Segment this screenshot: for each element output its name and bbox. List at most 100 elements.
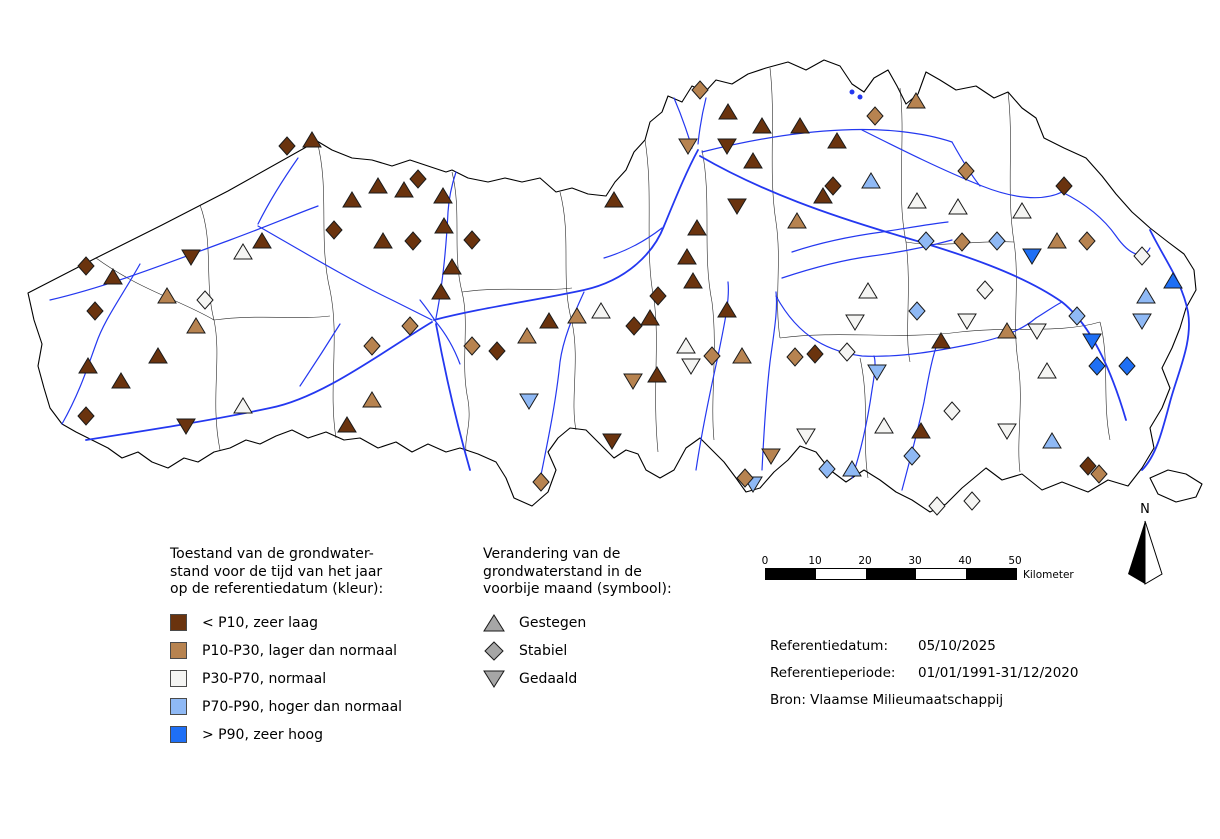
referentiedatum-line: Referentiedatum: 05/10/2025 — [770, 633, 1079, 660]
map-marker-p10-st — [649, 286, 667, 306]
map-marker-p10-up — [717, 301, 737, 318]
map-marker-p70p90-st — [903, 446, 921, 466]
legend-item-gedaald: Gedaald — [483, 670, 672, 688]
legend-item-p10p30: P10-P30, lager dan normaal — [170, 642, 402, 660]
map-marker-p10p30-up — [906, 92, 926, 109]
map-marker-p10-up — [111, 372, 131, 389]
map-marker-p10-dn — [176, 418, 196, 435]
map-marker-p10-up — [790, 117, 810, 134]
map-marker-p90-dn — [1022, 248, 1042, 265]
map-marker-p10-up — [394, 181, 414, 198]
map-marker-p30p70-dn — [1027, 323, 1047, 340]
p30p70-label: P30-P70, normaal — [202, 670, 327, 687]
map-marker-p10p30-st — [691, 80, 709, 100]
map-marker-p10-dn — [181, 249, 201, 266]
scale-tick: 20 — [858, 555, 872, 567]
gedaald-label: Gedaald — [519, 670, 578, 687]
map-marker-p90-st — [1118, 356, 1136, 376]
map-marker-p10p30-st — [736, 468, 754, 488]
map-marker-p10-up — [433, 187, 453, 204]
scale-unit-label: Kilometer — [1023, 569, 1074, 581]
map-marker-p70p90-st — [1068, 306, 1086, 326]
p90-label: > P90, zeer hoog — [202, 726, 324, 743]
triangle-up-icon — [483, 613, 505, 631]
map-marker-p10p30-up — [567, 307, 587, 324]
legend-item-p30p70: P30-P70, normaal — [170, 670, 402, 688]
map-marker-p10-st — [278, 136, 296, 156]
diamond-icon — [484, 640, 504, 661]
color-legend-title-line: stand voor de tijd van het jaar — [170, 563, 383, 580]
p10-swatch — [170, 614, 187, 631]
referentieperiode-value: 01/01/1991-31/12/2020 — [918, 665, 1079, 681]
map-marker-p10p30-up — [157, 287, 177, 304]
scale-bar-segments — [765, 568, 1017, 580]
map-marker-p10-st — [409, 169, 427, 189]
map-marker-p10-up — [431, 283, 451, 300]
map-marker-p30p70-dn — [796, 428, 816, 445]
map-marker-p30p70-up — [1037, 362, 1057, 379]
scale-segment — [766, 569, 816, 579]
symbol-legend-title: Verandering van de grondwaterstand in de… — [483, 546, 672, 599]
map-marker-p10-st — [1055, 176, 1073, 196]
map-marker-p10-up — [604, 191, 624, 208]
map-marker-p10p30-st — [401, 316, 419, 336]
north-label: N — [1140, 502, 1150, 517]
rivers — [49, 89, 1190, 491]
map-marker-p10-st — [77, 406, 95, 426]
map-marker-p10p30-dn — [678, 138, 698, 155]
legend-item-p90: > P90, zeer hoog — [170, 726, 402, 744]
map-marker-p10-up — [252, 232, 272, 249]
map-marker-p30p70-dn — [997, 423, 1017, 440]
map-marker-p70p90-up — [861, 172, 881, 189]
scale-segment — [866, 569, 916, 579]
map-marker-p30p70-up — [858, 282, 878, 299]
scale-segment — [966, 569, 1016, 579]
map-marker-p30p70-dn — [845, 314, 865, 331]
harbor-dock-dot — [857, 94, 863, 100]
legend-item-p70p90: P70-P90, hoger dan normaal — [170, 698, 402, 716]
referentieperiode-label: Referentieperiode: — [770, 665, 896, 681]
map-marker-p10-up — [373, 232, 393, 249]
map-marker-p70p90-st — [988, 231, 1006, 251]
p70p90-swatch — [170, 698, 187, 715]
map-marker-p10-up — [813, 187, 833, 204]
map-marker-p10-up — [103, 268, 123, 285]
harbor-dock-dot — [849, 89, 855, 95]
map-marker-p10-st — [463, 230, 481, 250]
map-marker-p70p90-dn — [519, 393, 539, 410]
map-marker-p10p30-st — [1078, 231, 1096, 251]
referentiedatum-label: Referentiedatum: — [770, 638, 888, 654]
map-marker-p10-st — [325, 220, 343, 240]
map-marker-p10p30-dn — [623, 373, 643, 390]
north-arrow-icon — [1128, 520, 1163, 585]
map-marker-p10p30-st — [957, 161, 975, 181]
map-marker-p90-st — [1088, 356, 1106, 376]
stabiel-label: Stabiel — [519, 642, 568, 659]
map-marker-p30p70-st — [196, 290, 214, 310]
map-marker-p30p70-up — [948, 198, 968, 215]
map-marker-p70p90-dn — [1132, 313, 1152, 330]
map-marker-p30p70-dn — [681, 358, 701, 375]
symbol-legend: Verandering van de grondwaterstand in de… — [483, 546, 672, 698]
map-marker-p70p90-up — [842, 460, 862, 477]
map-marker-p30p70-up — [1012, 202, 1032, 219]
map-marker-p10-up — [687, 219, 707, 236]
map-marker-p10p30-up — [1047, 232, 1067, 249]
map-marker-p10-up — [337, 416, 357, 433]
map-marker-p10p30-st — [866, 106, 884, 126]
map-marker-p10p30-up — [517, 327, 537, 344]
map-marker-p90-up — [1163, 272, 1183, 289]
map-marker-p10-up — [683, 272, 703, 289]
referentiedatum-value: 05/10/2025 — [918, 638, 996, 654]
referentieperiode-line: Referentieperiode: 01/01/1991-31/12/2020 — [770, 660, 1079, 687]
scale-tick: 40 — [958, 555, 972, 567]
map-marker-p10p30-up — [997, 322, 1017, 339]
map-marker-p10p30-st — [703, 346, 721, 366]
map-marker-p10-dn — [717, 138, 737, 155]
scale-tick: 0 — [761, 555, 769, 567]
map-marker-p10p30-up — [186, 317, 206, 334]
color-legend-title: Toestand van de grondwater- stand voor d… — [170, 546, 402, 599]
map-marker-p10-up — [148, 347, 168, 364]
map-marker-p10-up — [78, 357, 98, 374]
scale-tick: 30 — [908, 555, 922, 567]
